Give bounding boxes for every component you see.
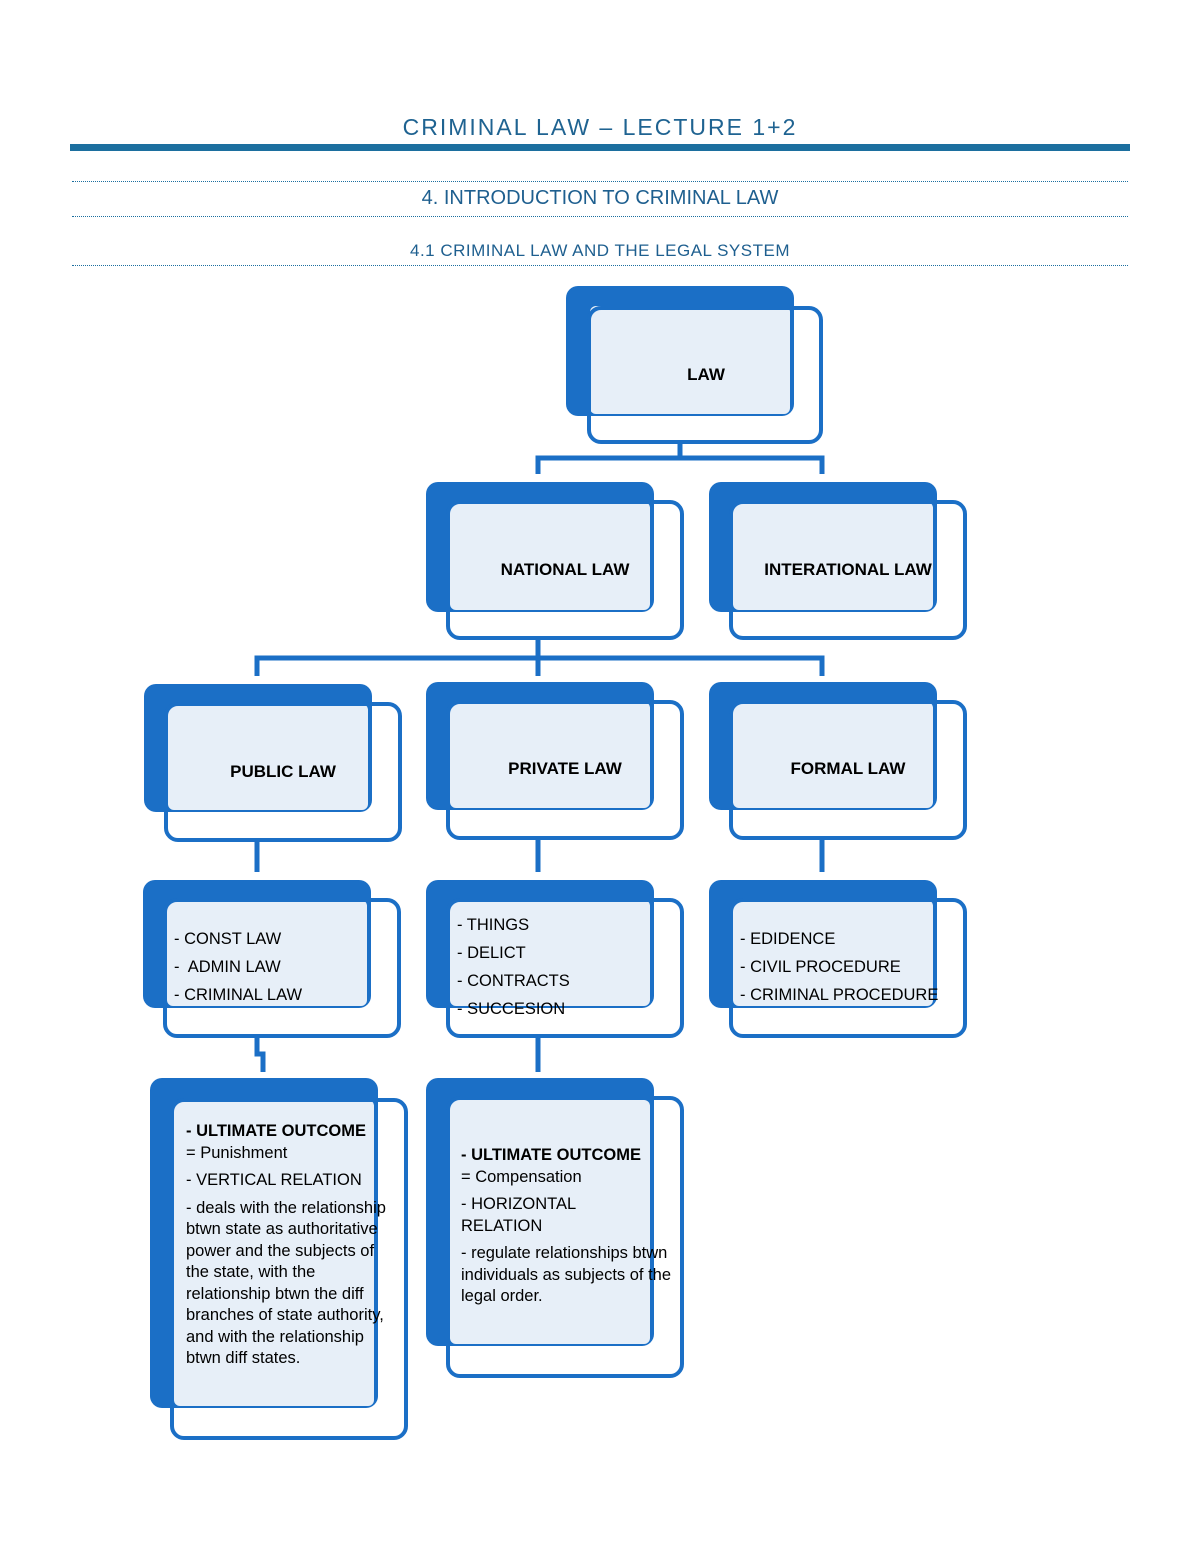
list-item: - SUCCESION bbox=[457, 1000, 566, 1018]
outcome-relation: - HORIZONTAL RELATION bbox=[461, 1195, 576, 1235]
outcome-result: = Punishment bbox=[186, 1143, 288, 1162]
public-law-list: - CONST LAW - ADMIN LAW - CRIMINAL LAW bbox=[174, 925, 302, 1009]
outcome-relation: - VERTICAL RELATION bbox=[186, 1171, 362, 1189]
section-rule-bottom bbox=[72, 216, 1128, 217]
list-item: - DELICT bbox=[457, 944, 526, 962]
outcome-description: - deals with the relationship btwn state… bbox=[186, 1198, 386, 1368]
formal-law-list: - EDIDENCE - CIVIL PROCEDURE - CRIMINAL … bbox=[740, 925, 938, 1009]
outcome-heading: - ULTIMATE OUTCOME bbox=[461, 1146, 641, 1164]
list-item: - CRIMINAL LAW bbox=[174, 986, 303, 1004]
public-law-label: PUBLIC LAW bbox=[230, 762, 336, 781]
list-item: - ADMIN LAW bbox=[174, 958, 281, 976]
list-item: - EDIDENCE bbox=[740, 930, 836, 948]
list-item: - CRIMINAL PROCEDURE bbox=[740, 986, 939, 1004]
public-outcome-text: - ULTIMATE OUTCOME = Punishment - VERTIC… bbox=[186, 1121, 398, 1376]
formal-law-label: FORMAL LAW bbox=[790, 759, 906, 778]
list-item: - CIVIL PROCEDURE bbox=[740, 958, 901, 976]
page-title: CRIMINAL LAW – LECTURE 1+2 bbox=[402, 114, 798, 140]
private-outcome-text: - ULTIMATE OUTCOME = Compensation - HORI… bbox=[461, 1145, 673, 1314]
section-rule-top bbox=[72, 181, 1128, 182]
national-law-label: NATIONAL LAW bbox=[500, 560, 630, 579]
outcome-description: - regulate relationships btwn individual… bbox=[461, 1244, 672, 1305]
list-item: - CONTRACTS bbox=[457, 972, 570, 990]
outcome-heading: - ULTIMATE OUTCOME bbox=[186, 1122, 366, 1140]
list-item: - THINGS bbox=[457, 916, 530, 934]
title-rule bbox=[70, 144, 1130, 151]
private-law-label: PRIVATE LAW bbox=[508, 759, 622, 778]
international-law-label: INTERATIONAL LAW bbox=[764, 560, 932, 579]
private-law-list: - THINGS - DELICT - CONTRACTS - SUCCESIO… bbox=[457, 911, 570, 1023]
subsection-heading: 4.1 CRIMINAL LAW AND THE LEGAL SYSTEM bbox=[409, 241, 790, 260]
list-item: - CONST LAW bbox=[174, 930, 282, 948]
subsection-rule bbox=[72, 265, 1128, 266]
law-label: LAW bbox=[687, 365, 725, 384]
outcome-result: = Compensation bbox=[461, 1167, 582, 1186]
section-heading: 4. INTRODUCTION TO CRIMINAL LAW bbox=[421, 187, 779, 209]
